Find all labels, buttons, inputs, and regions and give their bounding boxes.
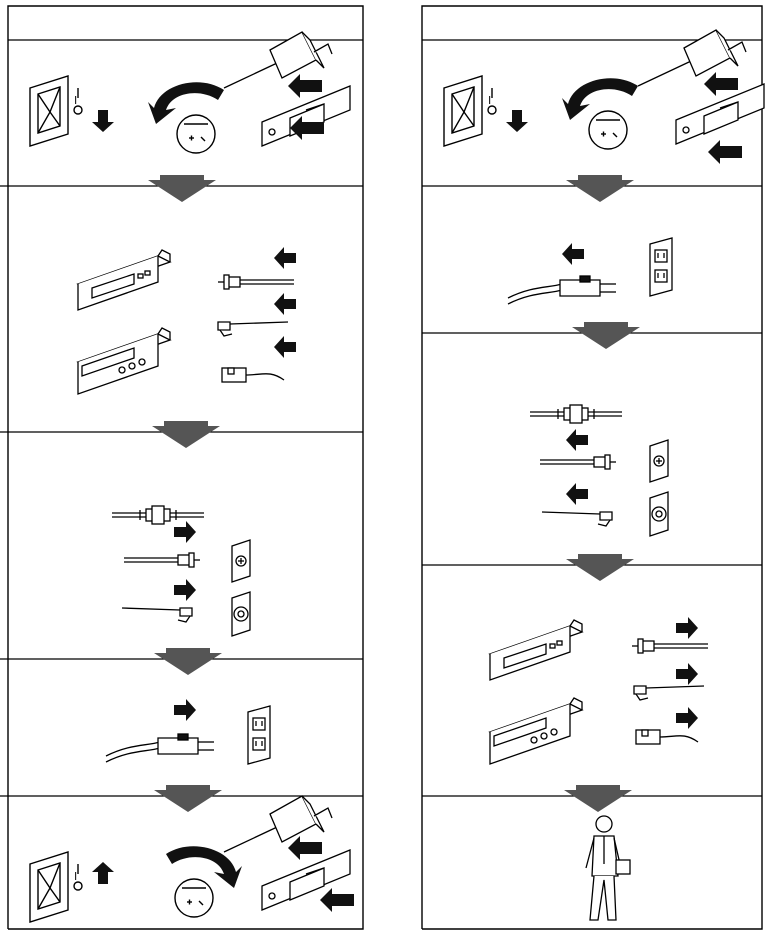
- switch-mark-on: I: [74, 870, 77, 883]
- flow-arrow: [566, 554, 634, 581]
- step-move-system: [585, 815, 631, 921]
- flow-arrow: [154, 785, 222, 812]
- arrow-out: [174, 521, 196, 543]
- phone-cable-icon: [121, 607, 193, 623]
- power-switch-icon: [443, 75, 497, 147]
- flow-arrow: [148, 175, 216, 202]
- arrow-in: [174, 699, 196, 721]
- coupler-icon: [529, 404, 623, 424]
- knob-icon: [174, 878, 214, 918]
- arrow-in: [274, 247, 296, 269]
- arrow-in: [274, 293, 296, 315]
- press-arrow-upper: [704, 72, 738, 96]
- power-switch-icon: [29, 851, 83, 923]
- power-switch-icon: [29, 75, 83, 147]
- signal-cable-icon: [221, 367, 285, 383]
- column-frame: [7, 5, 364, 930]
- left-column: II: [0, 5, 364, 930]
- switch-up-arrow: [92, 862, 114, 884]
- flow-arrow: [564, 785, 632, 812]
- step-connect-cables-to-wall: [111, 505, 251, 637]
- phone-cable-icon: [633, 685, 705, 701]
- coupler-icon: [111, 505, 205, 525]
- power-plug-icon: [507, 275, 617, 305]
- coax-cable-icon: [539, 454, 617, 470]
- step-attach-cables: [77, 247, 296, 395]
- wall-jack-icon: [231, 539, 251, 637]
- wall-jack-icon: [649, 439, 669, 537]
- arrow-out: [676, 663, 698, 685]
- coax-cable-icon: [217, 274, 295, 290]
- phone-cable-icon: [217, 321, 289, 337]
- flow-arrow: [572, 322, 640, 349]
- person-carrying-icon: [585, 815, 631, 921]
- knob-icon: [176, 114, 216, 154]
- step-plug-into-outlet: [105, 699, 271, 765]
- device-stack-icon: [489, 619, 583, 765]
- press-arrow-lower: [320, 888, 354, 912]
- switch-mark-on: I: [74, 94, 77, 107]
- arrow-out: [676, 617, 698, 639]
- right-column: I: [421, 5, 765, 930]
- coax-cable-icon: [631, 638, 709, 654]
- switch-mark-on: I: [488, 94, 491, 107]
- device-stack-icon: [77, 249, 171, 395]
- flow-arrow: [152, 421, 220, 448]
- arrow-out: [562, 243, 584, 265]
- arrow-out: [174, 579, 196, 601]
- column-frame: [421, 5, 763, 930]
- step-turn-off-power: I: [29, 31, 351, 154]
- step-detach-cables: [489, 617, 709, 765]
- step-turn-off-power: I: [443, 29, 765, 164]
- press-arrow-upper: [288, 74, 322, 98]
- flow-arrow: [566, 175, 634, 202]
- step-disconnect-cables-from-wall: [529, 404, 669, 537]
- switch-down-arrow: [92, 110, 114, 132]
- press-arrow-lower: [708, 140, 742, 164]
- phone-cable-icon: [541, 511, 613, 527]
- wall-outlet-icon: [649, 237, 673, 297]
- signal-cable-icon: [635, 729, 699, 745]
- step-unplug-from-outlet: [507, 237, 673, 305]
- knob-icon: [588, 110, 628, 150]
- arrow-out: [676, 707, 698, 729]
- wall-outlet-icon: [247, 705, 271, 765]
- switch-down-arrow: [506, 110, 528, 132]
- arrow-in: [274, 336, 296, 358]
- press-switches-icon: [223, 31, 351, 147]
- power-plug-icon: [105, 733, 215, 763]
- flow-arrow: [154, 648, 222, 675]
- coax-cable-icon: [123, 552, 201, 568]
- press-switches-icon: [637, 29, 765, 145]
- step-turn-on-power: I: [29, 795, 354, 923]
- arrow-out: [566, 483, 588, 505]
- arrow-out: [566, 429, 588, 451]
- press-arrow-upper: [288, 836, 322, 860]
